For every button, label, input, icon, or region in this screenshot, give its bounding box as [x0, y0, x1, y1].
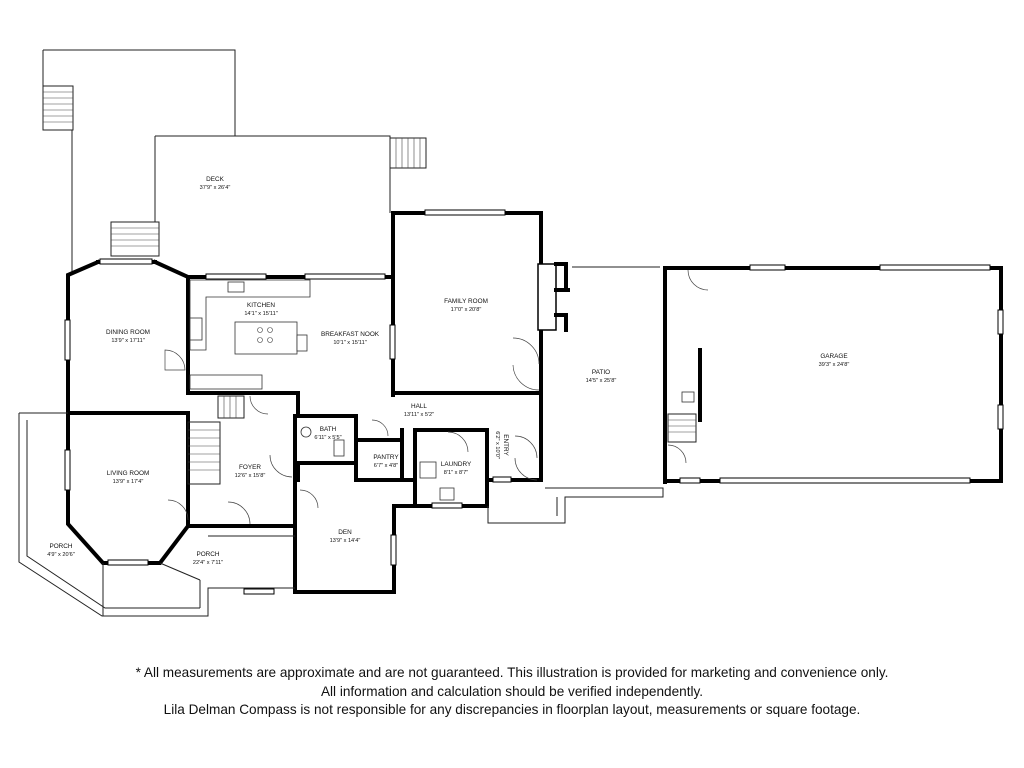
deck-area — [42, 49, 427, 275]
porch-area — [18, 412, 295, 617]
room-hall-dims: 13'11" x 5'2" — [404, 412, 434, 418]
room-bath-name: BATH — [320, 426, 337, 433]
room-hall-name: HALL — [411, 403, 427, 410]
room-breakfast-nook-dims: 10'1" x 15'11" — [333, 340, 366, 346]
room-kitchen-name: KITCHEN — [247, 302, 275, 309]
room-living-room-name: LIVING ROOM — [107, 470, 150, 477]
room-garage: GARAGE 39'3" x 24'8" — [819, 353, 850, 368]
room-porch-front-dims: 22'4" x 7'11" — [193, 560, 223, 566]
room-laundry: LAUNDRY 8'1" x 8'7" — [441, 461, 472, 476]
room-porch-front: PORCH 22'4" x 7'11" — [193, 551, 223, 566]
patio-area — [487, 266, 664, 524]
room-entry: ENTRY 6'2" x 10'0" — [494, 431, 509, 459]
room-patio-name: PATIO — [592, 369, 610, 376]
room-kitchen: KITCHEN 14'1" x 15'11" — [244, 302, 277, 317]
kitchen-fixtures — [189, 279, 311, 390]
room-deck-dims: 37'9" x 26'4" — [200, 185, 231, 191]
room-family-room: FAMILY ROOM 17'0" x 20'8" — [444, 298, 488, 313]
room-entry-name: ENTRY — [502, 434, 509, 456]
garage-stairs — [667, 391, 697, 443]
room-pantry-name: PANTRY — [373, 454, 399, 461]
room-living-room-dims: 13'9" x 17'4" — [113, 479, 144, 485]
room-porch-left: PORCH 4'9" x 20'6" — [47, 543, 75, 558]
room-patio: PATIO 14'5" x 25'8" — [586, 369, 617, 384]
room-family-room-dims: 17'0" x 20'8" — [451, 307, 482, 313]
room-laundry-dims: 8'1" x 8'7" — [444, 470, 468, 476]
room-bath-dims: 6'11" x 5'5" — [314, 435, 341, 441]
floor-plan: DECK 37'9" x 26'4" KITCHEN 14'1" x 15'11… — [18, 49, 1004, 617]
room-garage-name: GARAGE — [820, 353, 847, 360]
foyer-stairs — [187, 395, 245, 485]
room-laundry-name: LAUNDRY — [441, 461, 472, 468]
room-dining-room-dims: 13'9" x 17'11" — [111, 338, 144, 344]
room-den: DEN 13'9" x 14'4" — [330, 529, 361, 544]
room-dining-room-name: DINING ROOM — [106, 329, 150, 336]
room-family-room-name: FAMILY ROOM — [444, 298, 488, 305]
windows — [64, 209, 1004, 595]
room-living-room: LIVING ROOM 13'9" x 17'4" — [107, 470, 150, 485]
room-deck: DECK 37'9" x 26'4" — [200, 176, 231, 191]
walls — [66, 211, 1003, 594]
room-foyer: FOYER 12'6" x 15'8" — [235, 464, 266, 479]
bath-fixtures — [300, 426, 455, 501]
room-garage-dims: 39'3" x 24'8" — [819, 362, 850, 368]
room-breakfast-nook: BREAKFAST NOOK 10'1" x 15'11" — [321, 331, 380, 346]
disclaimer-line-2: All information and calculation should b… — [320, 683, 704, 699]
room-entry-dims: 6'2" x 10'0" — [494, 431, 500, 459]
room-den-dims: 13'9" x 14'4" — [330, 538, 361, 544]
room-dining-room: DINING ROOM 13'9" x 17'11" — [106, 329, 150, 344]
disclaimer-line-1: * All measurements are approximate and a… — [135, 665, 889, 680]
room-breakfast-nook-name: BREAKFAST NOOK — [321, 331, 380, 338]
room-den-name: DEN — [338, 529, 352, 536]
room-deck-name: DECK — [206, 176, 224, 183]
room-porch-left-dims: 4'9" x 20'6" — [47, 552, 75, 558]
room-kitchen-dims: 14'1" x 15'11" — [244, 311, 277, 317]
room-bath: BATH 6'11" x 5'5" — [314, 426, 341, 441]
doors — [164, 269, 709, 525]
room-foyer-dims: 12'6" x 15'8" — [235, 473, 266, 479]
room-pantry-dims: 6'7" x 4'8" — [374, 463, 398, 469]
room-patio-dims: 14'5" x 25'8" — [586, 378, 617, 384]
room-hall: HALL 13'11" x 5'2" — [404, 403, 434, 418]
disclaimer-line-3: Lila Delman Compass is not responsible f… — [163, 702, 861, 717]
disclaimer: * All measurements are approximate and a… — [0, 664, 1024, 720]
room-porch-front-name: PORCH — [196, 551, 219, 558]
room-pantry: PANTRY 6'7" x 4'8" — [373, 454, 399, 469]
room-porch-left-name: PORCH — [49, 543, 72, 550]
room-foyer-name: FOYER — [239, 464, 261, 471]
